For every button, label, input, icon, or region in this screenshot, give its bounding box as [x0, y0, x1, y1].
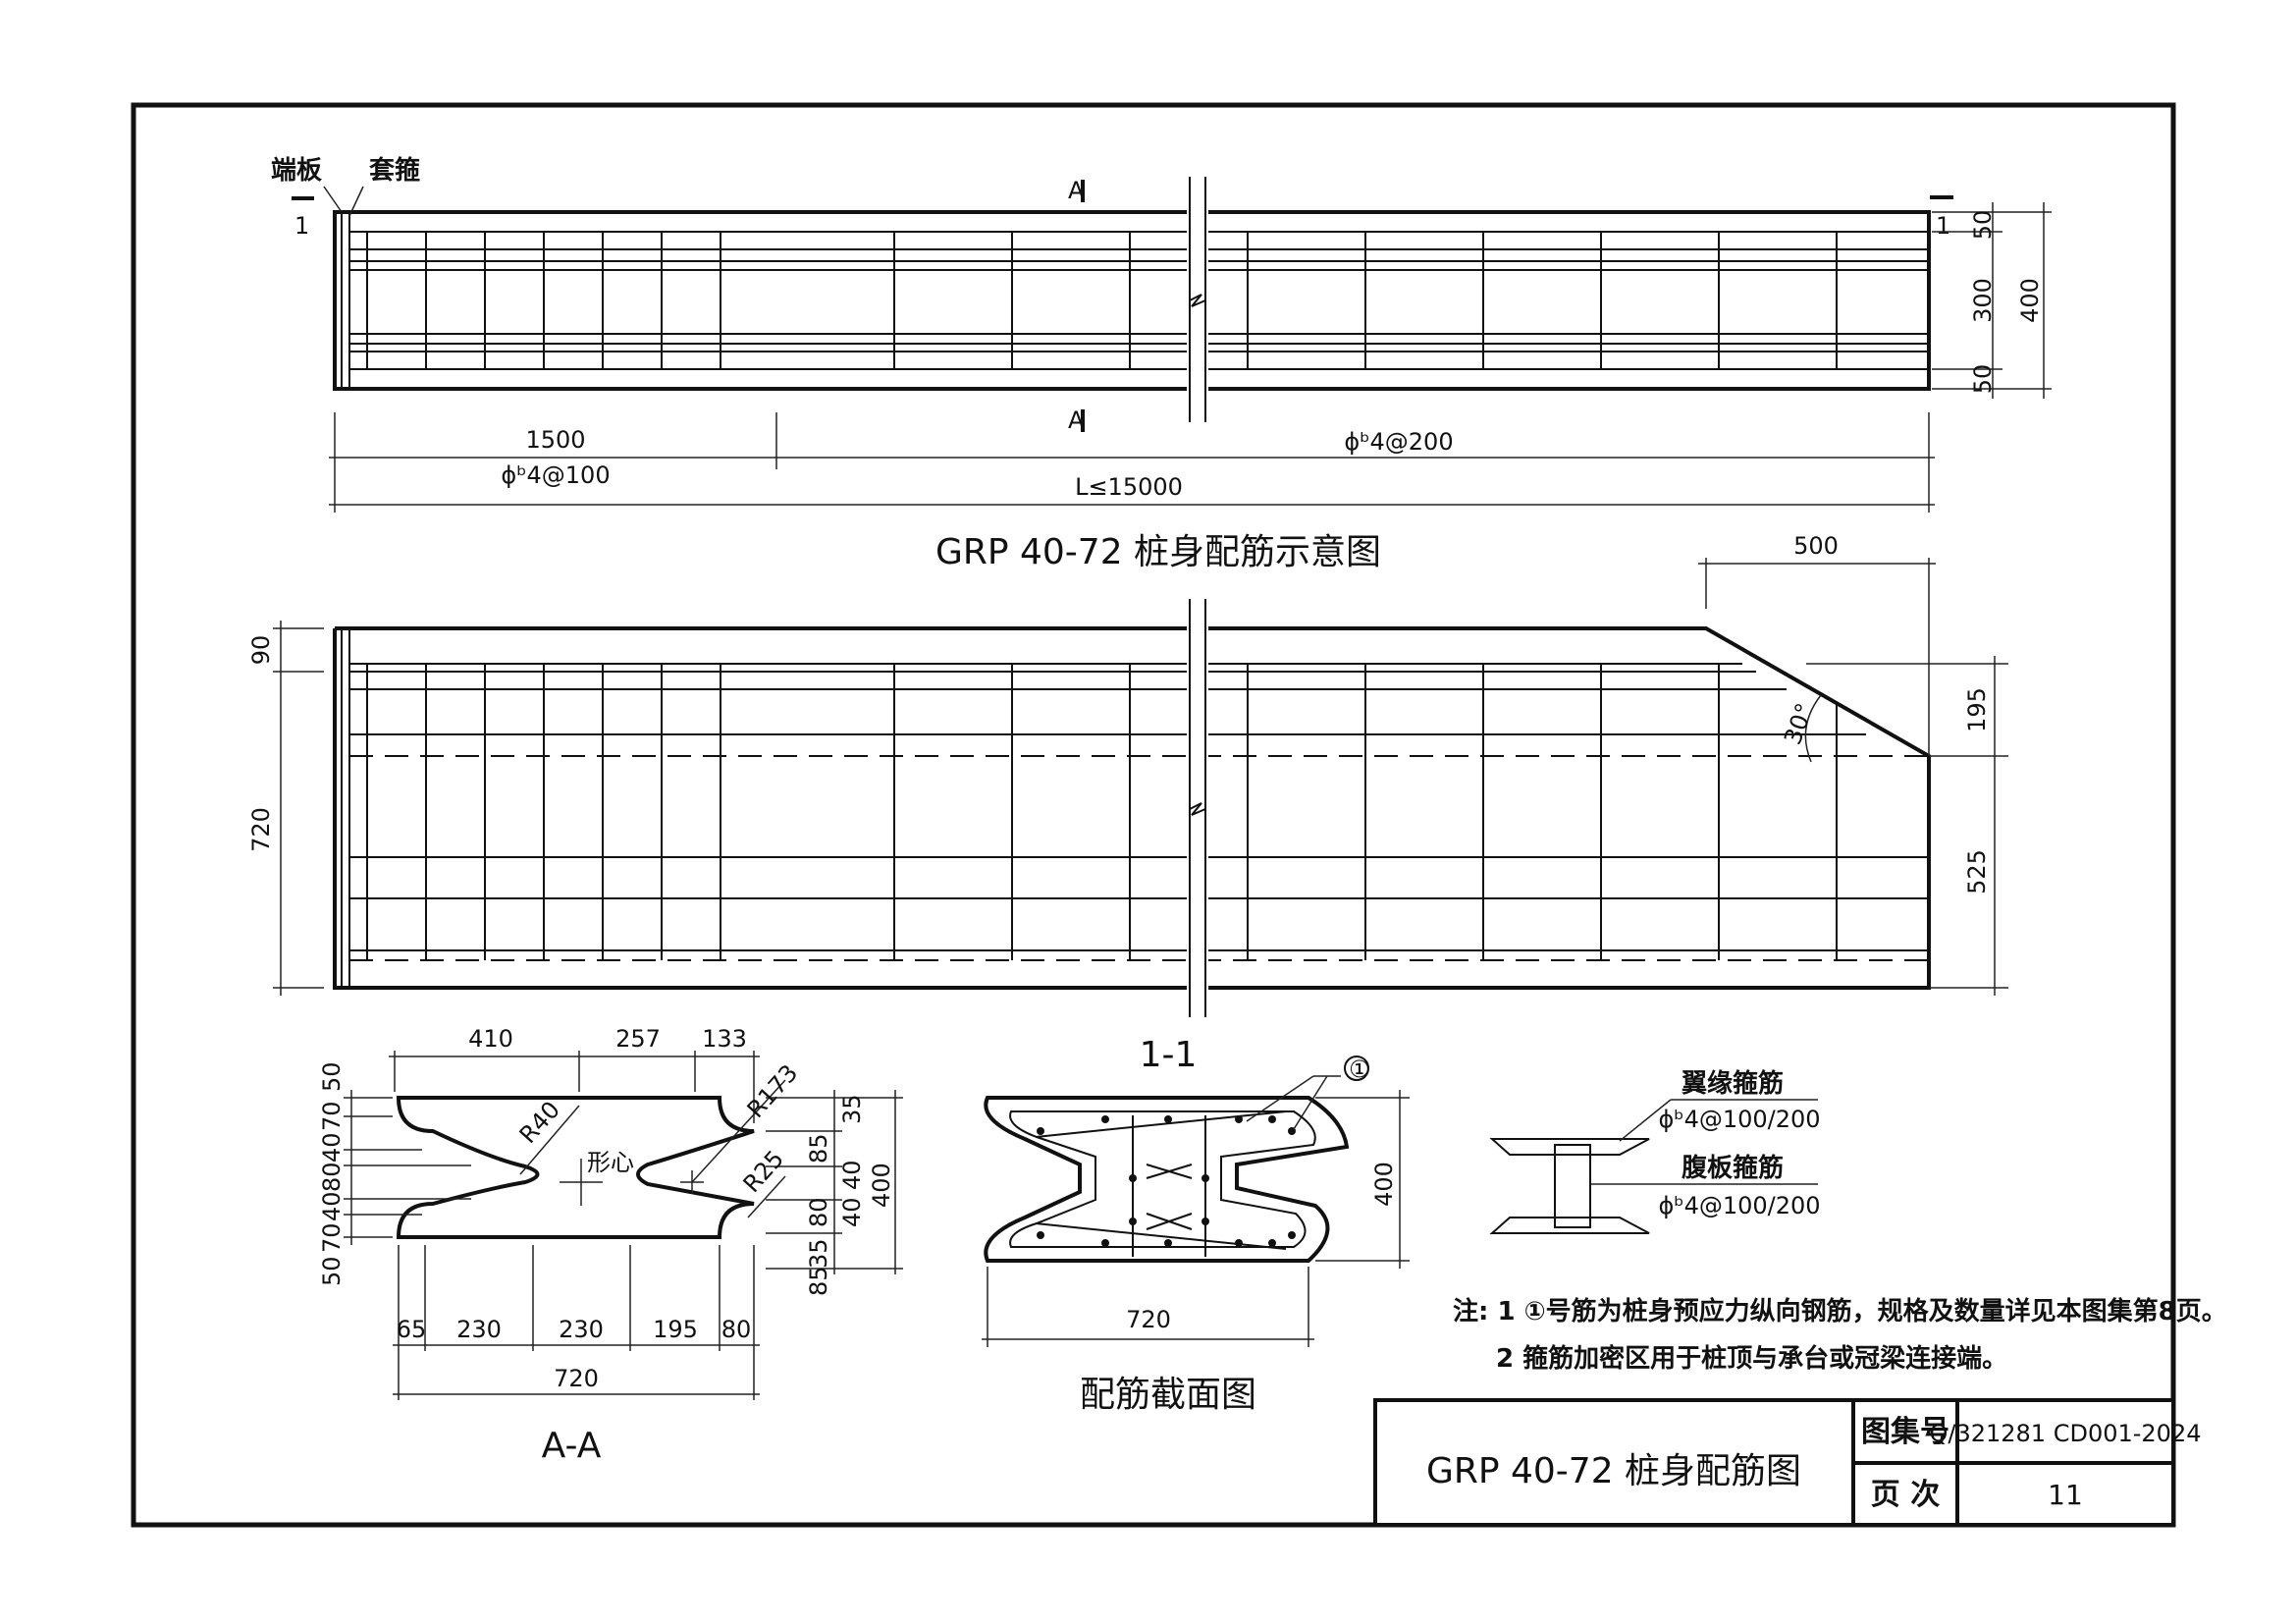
rebar-dot — [1037, 1231, 1044, 1239]
dim-195: 195 — [1963, 687, 1991, 732]
rebar-dot — [1201, 1174, 1209, 1182]
aa-dim-195: 195 — [653, 1316, 698, 1343]
aa-dim-257: 257 — [615, 1025, 661, 1053]
aa-centroid: 形心 — [587, 1149, 634, 1176]
aa-left-dim: 50 — [318, 1061, 346, 1092]
atlas-label: 图集号 — [1861, 1415, 1949, 1449]
elevation-length-dimensions — [329, 412, 1935, 513]
aa-right-dim: 85 — [805, 1266, 832, 1296]
rebar-dot — [1129, 1174, 1137, 1182]
web-stirrup-spec: ϕᵇ4@100/200 — [1658, 1192, 1820, 1219]
section-aa-title: A-A — [542, 1426, 602, 1466]
aa-left-dim: 50 — [318, 1256, 346, 1286]
rebar-dot — [1101, 1115, 1109, 1123]
aa-dim-720: 720 — [554, 1365, 599, 1392]
rebar-dot — [1268, 1115, 1276, 1123]
aa-dim-80: 80 — [721, 1316, 752, 1343]
note-line-1: 注: 1 ①号筋为桩身预应力纵向钢筋，规格及数量详见本图集第8页。 — [1453, 1296, 2227, 1326]
elevation-stirrups — [366, 232, 1838, 369]
rebar-dot — [1235, 1239, 1243, 1247]
web-stirrup-label: 腹板箍筋 — [1681, 1153, 1784, 1183]
rebar-dot — [1164, 1115, 1172, 1123]
drawing-title: GRP 40-72 桩身配筋图 — [1426, 1451, 1801, 1491]
dim-90: 90 — [247, 635, 275, 666]
rebar-dim-720: 720 — [1126, 1306, 1171, 1333]
aa-r40: R40 — [514, 1096, 565, 1149]
aa-right-dims: 35 85 40 80 40 35 85 400 — [805, 1094, 895, 1296]
stirrup-detail — [1489, 1099, 1818, 1234]
dim-500: 500 — [1793, 532, 1839, 560]
plan-dimensions — [273, 558, 2008, 996]
plan-stirrups — [366, 664, 1838, 960]
rebar-dots — [1037, 1115, 1296, 1247]
rebar-dot — [1037, 1127, 1044, 1135]
section-1-1-title: 1-1 — [1140, 1035, 1198, 1075]
aa-left-dim: 40 — [318, 1191, 346, 1221]
elevation-title: GRP 40-72 桩身配筋示意图 — [935, 532, 1381, 572]
rebar-section-title: 配筋截面图 — [1080, 1375, 1256, 1415]
rebar-dot — [1268, 1239, 1276, 1247]
aa-dim-230a: 230 — [456, 1316, 502, 1343]
dim-525: 525 — [1963, 849, 1991, 894]
aa-left-dim: 70 — [318, 1222, 346, 1253]
end-plate-label: 端板 — [271, 156, 322, 186]
dim-length: L≤15000 — [1075, 473, 1183, 501]
aa-left-dim: 80 — [318, 1162, 346, 1192]
aa-right-dim: 85 — [805, 1133, 832, 1164]
aa-right-dim: 35 — [805, 1238, 832, 1269]
rebar-dot — [1164, 1239, 1172, 1247]
dim-720: 720 — [247, 807, 275, 852]
section-mark-right: 1 — [1936, 212, 1950, 240]
aa-r173: R173 — [742, 1059, 804, 1123]
dim-1500: 1500 — [525, 426, 585, 454]
aa-left-dim: 70 — [318, 1101, 346, 1131]
flange-stirrup-label: 翼缘箍筋 — [1682, 1068, 1784, 1099]
pile-plan — [333, 599, 1931, 1021]
section-mark-left: 1 — [294, 212, 309, 240]
sheet-frame — [131, 102, 2176, 1528]
dim-elev-300: 300 — [1969, 278, 1997, 323]
dim-stirrup-dense: ϕᵇ4@100 — [501, 461, 610, 489]
sleeve-label: 套箍 — [369, 155, 420, 186]
aa-right-dim: 35 — [838, 1094, 866, 1124]
rebar-dot — [1288, 1231, 1296, 1239]
rebar-dot — [1201, 1218, 1209, 1225]
dim-stirrup-normal: ϕᵇ4@200 — [1344, 428, 1453, 456]
rebar-dim-400: 400 — [1370, 1162, 1398, 1207]
note-line-2: 2 箍筋加密区用于桩顶与承台或冠梁连接端。 — [1496, 1343, 2007, 1374]
flange-stirrup-spec: ϕᵇ4@100/200 — [1658, 1106, 1820, 1133]
aa-left-dim: 40 — [318, 1132, 346, 1163]
rebar-section — [982, 1056, 1410, 1347]
dim-elev-400: 400 — [2016, 278, 2044, 323]
page-label: 页 次 — [1871, 1478, 1940, 1512]
rebar-dot — [1101, 1239, 1109, 1247]
rebar-dot — [1235, 1115, 1243, 1123]
dim-elev-50-top: 50 — [1969, 210, 1997, 241]
aa-dim-65: 65 — [397, 1316, 427, 1343]
rebar-marker: ① — [1349, 1056, 1370, 1083]
aa-dim-400: 400 — [868, 1163, 895, 1208]
page-number: 11 — [2048, 1479, 2083, 1511]
atlas-number: Q/321281 CD001-2024 — [1929, 1420, 2201, 1447]
aa-right-dim: 80 — [805, 1197, 832, 1227]
rebar-dot — [1129, 1218, 1137, 1225]
section-a-top: A — [1068, 177, 1085, 204]
elevation-side-dimensions — [1932, 202, 2052, 399]
dim-elev-50-bottom: 50 — [1969, 364, 1997, 395]
aa-right-dim: 40 — [838, 1197, 866, 1227]
dim-angle: 30° — [1779, 699, 1819, 748]
pile-elevation — [292, 177, 1953, 432]
aa-right-dim: 40 — [838, 1160, 866, 1190]
aa-dim-410: 410 — [468, 1025, 513, 1053]
title-block — [1373, 1398, 2175, 1527]
aa-left-dims: 50 70 40 80 40 70 50 — [318, 1061, 346, 1286]
aa-dim-230b: 230 — [559, 1316, 604, 1343]
section-aa — [344, 1051, 903, 1400]
section-a-bottom: A — [1068, 406, 1085, 434]
aa-dim-133: 133 — [702, 1025, 747, 1053]
aa-r25: R25 — [738, 1145, 789, 1198]
